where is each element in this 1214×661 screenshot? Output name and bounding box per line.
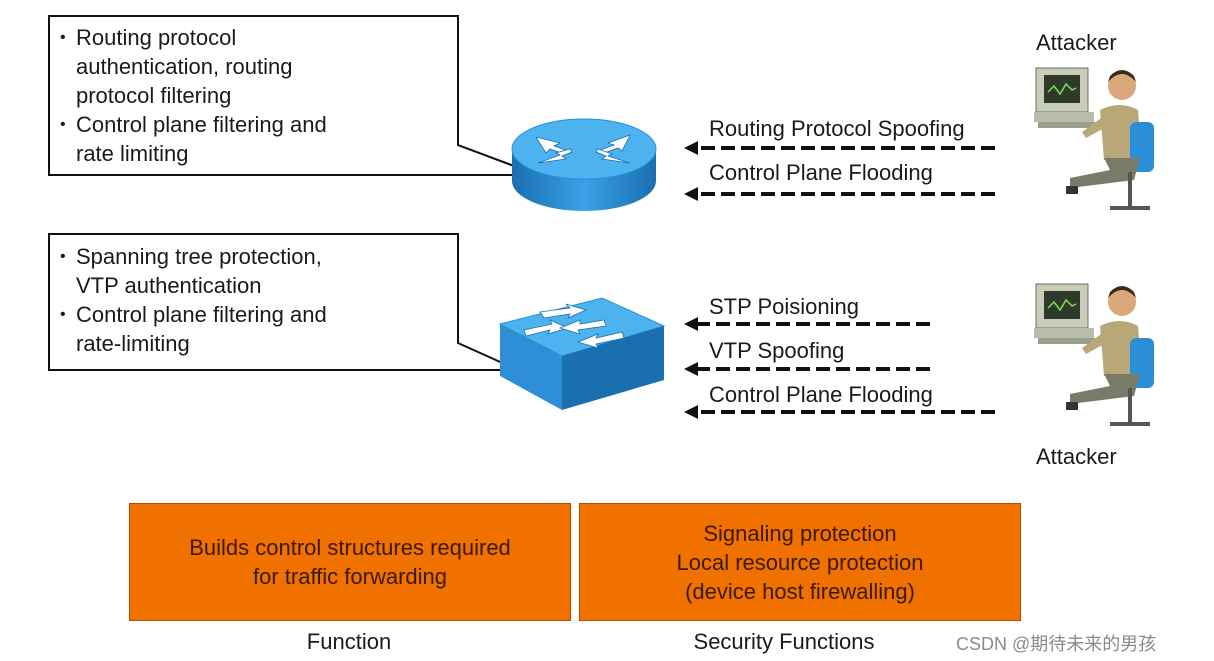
router-callout-list: Routing protocol authentication, routing… <box>56 23 327 168</box>
switch-bullet-1-line-1: Spanning tree protection, <box>76 244 322 269</box>
switch-callout-list: Spanning tree protection, VTP authentica… <box>56 242 327 358</box>
security-box-line-1: Signaling protection <box>703 520 897 546</box>
router-bullet-1-line-2: authentication, routing <box>76 54 293 79</box>
attack-stp-poisioning: STP Poisioning <box>709 294 860 319</box>
router-bullet-1-line-1: Routing protocol <box>76 25 237 50</box>
router-bullet-2-line-2: rate limiting <box>76 141 189 166</box>
security-functions-box: Signaling protection Local resource prot… <box>579 503 1021 621</box>
switch-bullet-1: Spanning tree protection, VTP authentica… <box>56 242 327 300</box>
security-functions-caption: Security Functions <box>693 629 875 654</box>
function-caption: Function <box>306 629 392 654</box>
attacker-top-icon <box>1034 67 1154 210</box>
switch-bullet-2: Control plane filtering and rate-limitin… <box>56 300 327 358</box>
router-bullet-1: Routing protocol authentication, routing… <box>56 23 327 110</box>
security-box-line-2: Local resource protection <box>676 549 924 575</box>
attack-vtp-spoofing: VTP Spoofing <box>709 338 845 363</box>
router-bullet-1-line-3: protocol filtering <box>76 83 232 108</box>
switch-bullet-1-line-2: VTP authentication <box>76 273 262 298</box>
switch-bullet-2-line-1: Control plane filtering and <box>76 302 327 327</box>
switch-callout: Spanning tree protection, VTP authentica… <box>48 233 548 373</box>
attack-arrows <box>684 141 995 419</box>
attacker-label-top: Attacker <box>1036 30 1117 55</box>
function-box: Builds control structures required for t… <box>129 503 571 621</box>
switch-bullet-2-line-2: rate-limiting <box>76 331 190 356</box>
watermark: CSDN @期待未来的男孩 <box>956 634 1157 654</box>
attack-control-plane-flooding-router: Control Plane Flooding <box>709 160 933 185</box>
router-callout: Routing protocol authentication, routing… <box>48 15 548 185</box>
switch-icon <box>498 297 666 410</box>
router-bullet-2-line-1: Control plane filtering and <box>76 112 327 137</box>
attack-control-plane-flooding-switch: Control Plane Flooding <box>709 382 933 407</box>
function-box-line-1: Builds control structures required <box>189 535 511 560</box>
function-box-line-2: for traffic forwarding <box>252 564 447 589</box>
attacker-bottom-icon <box>1034 283 1154 426</box>
router-bullet-2: Control plane filtering and rate limitin… <box>56 110 327 168</box>
attack-routing-protocol-spoofing: Routing Protocol Spoofing <box>709 116 965 141</box>
attacker-label-bottom: Attacker <box>1036 444 1117 469</box>
router-icon <box>511 118 657 211</box>
security-box-line-3: (device host firewalling) <box>685 578 915 604</box>
